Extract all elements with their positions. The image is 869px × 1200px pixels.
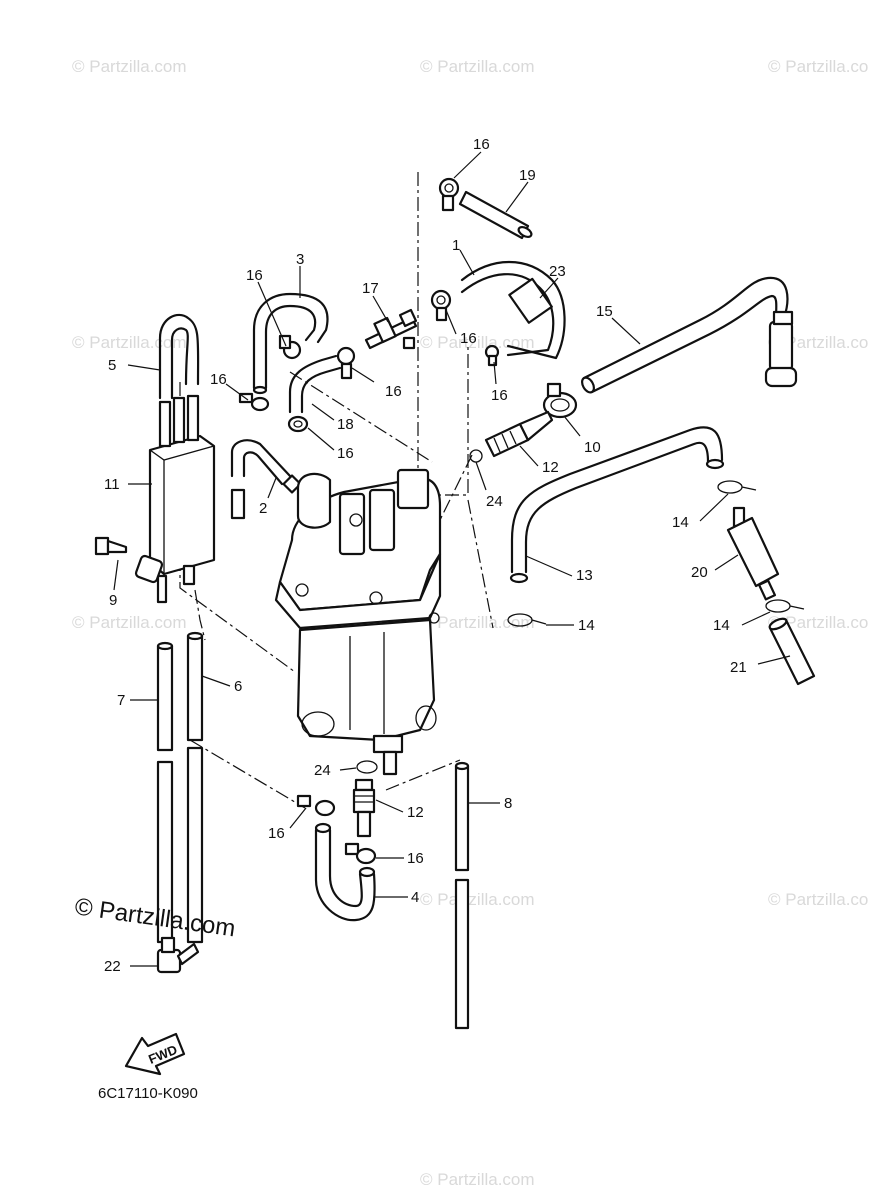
clip-14-b: [717, 480, 757, 494]
callout-16: 16: [460, 330, 477, 347]
watermark: © Partzilla.com: [72, 333, 187, 352]
watermark: © Partzilla.com: [768, 57, 869, 76]
callout-16: 16: [473, 136, 490, 153]
callout-3: 3: [296, 251, 304, 268]
clamp-16-mid: [484, 344, 500, 367]
callout-19: 19: [519, 167, 536, 184]
callout-labels: 16 19 1 23 3 16 17 15 5 16 16 16 16 18 1…: [104, 136, 747, 975]
watermark: © Partzilla.com: [420, 613, 535, 632]
fwd-arrow-icon: FWD: [124, 1032, 186, 1076]
callout-24: 24: [486, 493, 503, 510]
callout-12: 12: [542, 459, 559, 476]
hose-8: [454, 761, 470, 1030]
hose-3: [252, 292, 329, 395]
callout-14: 14: [578, 617, 595, 634]
hose-18: [288, 354, 342, 414]
watermark: © Partzilla.com: [420, 1170, 535, 1189]
clip-14-a: [507, 613, 547, 627]
watermark: © Partzilla.com: [768, 890, 869, 909]
callout-16: 16: [210, 371, 227, 388]
callout-14: 14: [713, 617, 730, 634]
watermark: © Partzilla.com: [72, 613, 187, 632]
hose-2: [230, 439, 302, 520]
hose-15: [581, 276, 798, 394]
hose-21: [768, 617, 816, 686]
fuel-pump-body: [274, 468, 442, 776]
hose-4: [314, 822, 376, 922]
callout-17: 17: [362, 280, 379, 297]
callout-15: 15: [596, 303, 613, 320]
clamp-16-far-left: [238, 392, 270, 412]
leader-lines: [113, 151, 791, 967]
hose-19: [458, 190, 533, 240]
callout-14: 14: [672, 514, 689, 531]
watermark: © Partzilla.com: [420, 890, 535, 909]
watermark: © Partzilla.com: [768, 613, 869, 632]
callout-21: 21: [730, 659, 747, 676]
callout-8: 8: [504, 795, 512, 812]
clamp-16-left: [278, 334, 302, 360]
callout-16: 16: [407, 850, 424, 867]
callout-9: 9: [109, 592, 117, 609]
clip-10: [542, 382, 578, 419]
callout-7: 7: [117, 692, 125, 709]
fitting-12-upper: [484, 410, 554, 458]
callout-16: 16: [268, 825, 285, 842]
watermark-layer: © Partzilla.com © Partzilla.com © Partzi…: [72, 57, 869, 1189]
callout-22: 22: [104, 958, 121, 975]
tee-17: [364, 308, 418, 350]
clamp-16-bottom-left: [296, 794, 336, 817]
clamp-16-top: [438, 177, 460, 212]
clamp-16-upper: [430, 289, 452, 322]
callout-6: 6: [234, 678, 242, 695]
clamp-16-bottom-right: [344, 842, 377, 865]
callout-23: 23: [549, 263, 566, 280]
callout-4: 4: [411, 889, 419, 906]
callout-16: 16: [491, 387, 508, 404]
hose-7: [156, 641, 174, 944]
separator-11: [148, 394, 216, 604]
callout-1: 1: [452, 237, 460, 254]
watermark: © Partzilla.com: [72, 57, 187, 76]
fitting-12-lower: [352, 778, 376, 838]
copyright-label: © Partzilla.com: [73, 893, 237, 942]
callout-13: 13: [576, 567, 593, 584]
watermark: © Partzilla.com: [768, 333, 869, 352]
pipe-13: [509, 426, 725, 584]
callout-12: 12: [407, 804, 424, 821]
clamp-16-center: [336, 346, 356, 380]
filter-20: [726, 506, 780, 601]
callout-20: 20: [691, 564, 708, 581]
diagram-code: 6C17110-K090: [98, 1085, 198, 1102]
callout-11: 11: [104, 476, 120, 493]
callout-18: 18: [337, 416, 354, 433]
watermark: © Partzilla.com: [420, 57, 535, 76]
clamp-16-lower: [287, 415, 309, 433]
callout-5: 5: [108, 357, 116, 374]
callout-24: 24: [314, 762, 331, 779]
callout-16: 16: [246, 267, 263, 284]
o-ring-24-lower: [356, 760, 378, 774]
callout-10: 10: [584, 439, 601, 456]
watermark: © Partzilla.com: [420, 333, 535, 352]
hose-1: [460, 261, 566, 360]
hose-5: [158, 313, 200, 400]
callout-16: 16: [385, 383, 402, 400]
callout-16: 16: [337, 445, 354, 462]
bolt-9: [94, 536, 164, 584]
elbow-22: [156, 936, 200, 974]
clip-14-c: [765, 599, 805, 613]
hose-6: [186, 631, 204, 944]
callout-2: 2: [259, 500, 267, 517]
